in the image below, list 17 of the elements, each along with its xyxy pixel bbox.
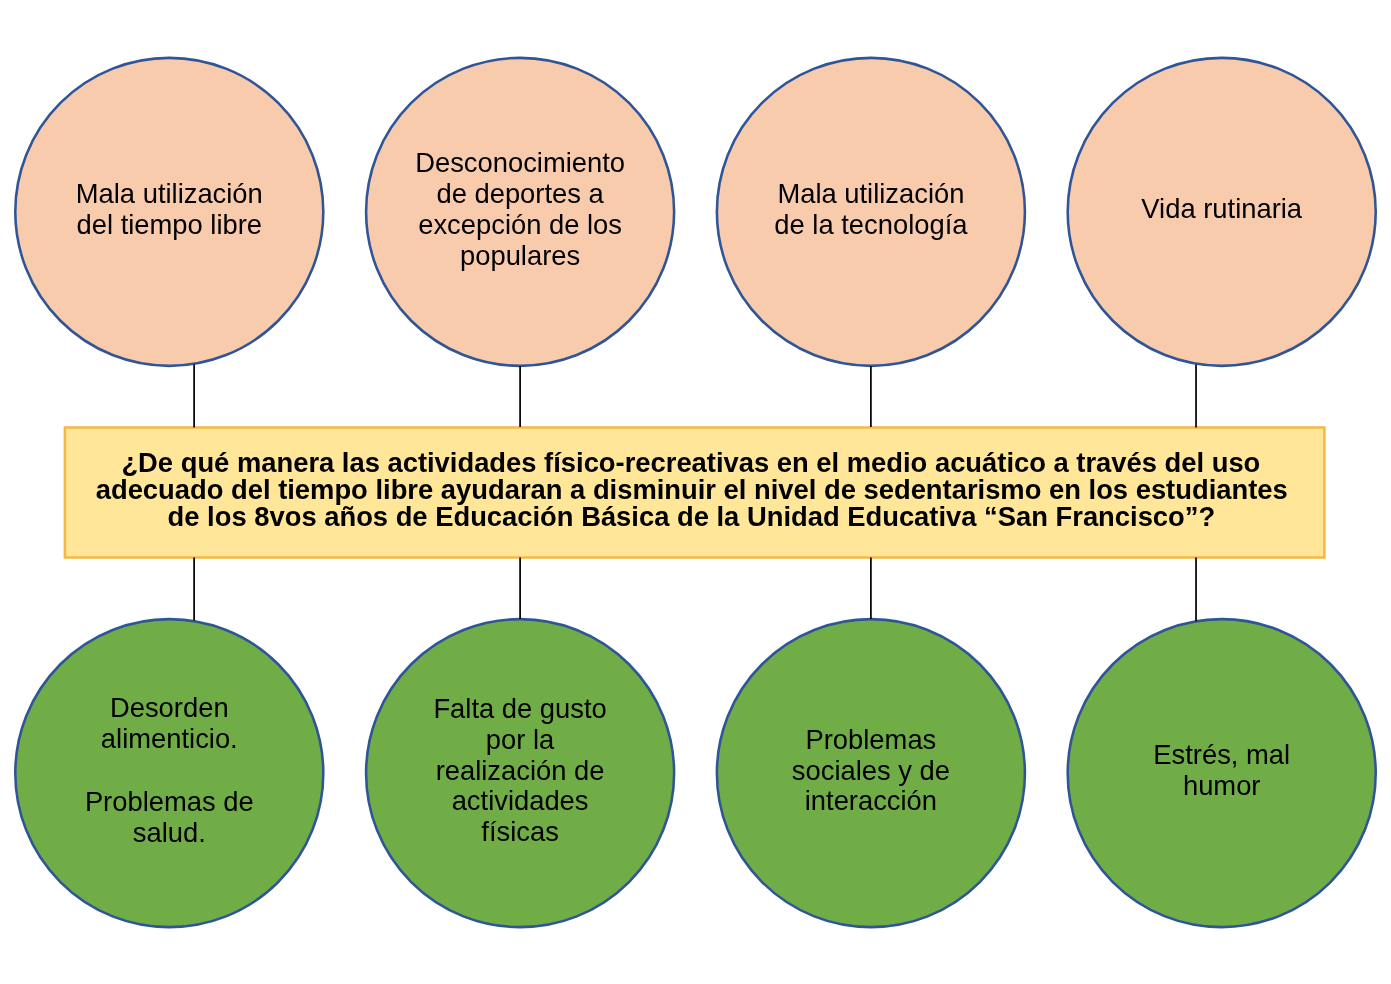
- node-circle: Problemas sociales y de interacción: [715, 617, 1027, 928]
- connector: [870, 364, 872, 428]
- node-box: ¿De qué manera las actividades físico-recreativas en el medio acuático a través del uso adecuado del tiempo libre ayudaran a disminuir el nivel de sedentarismo en los estudiantes de los 8vos años de Educación Básica de la Unidad Educativa “San Francisco”?: [63, 425, 1326, 559]
- connector: [519, 364, 521, 428]
- connector: [519, 556, 521, 620]
- connector: [193, 363, 195, 428]
- node-circle: Desorden alimenticio. Problemas de salud.: [14, 617, 325, 928]
- node-circle: Falta de gusto por la realización de actividades físicas: [364, 617, 676, 928]
- connector: [193, 556, 195, 621]
- node-circle: Estrés, mal humor: [1066, 617, 1377, 928]
- connector: [870, 556, 872, 620]
- node-circle: Vida rutinaria: [1066, 56, 1377, 367]
- node-circle: Desconocimiento de deportes a excepción de los populares: [364, 56, 676, 367]
- node-circle: Mala utilización de la tecnología: [715, 56, 1027, 367]
- node-circle: Mala utilización del tiempo libre: [14, 56, 325, 367]
- connector: [1195, 363, 1197, 428]
- connector: [1195, 556, 1197, 622]
